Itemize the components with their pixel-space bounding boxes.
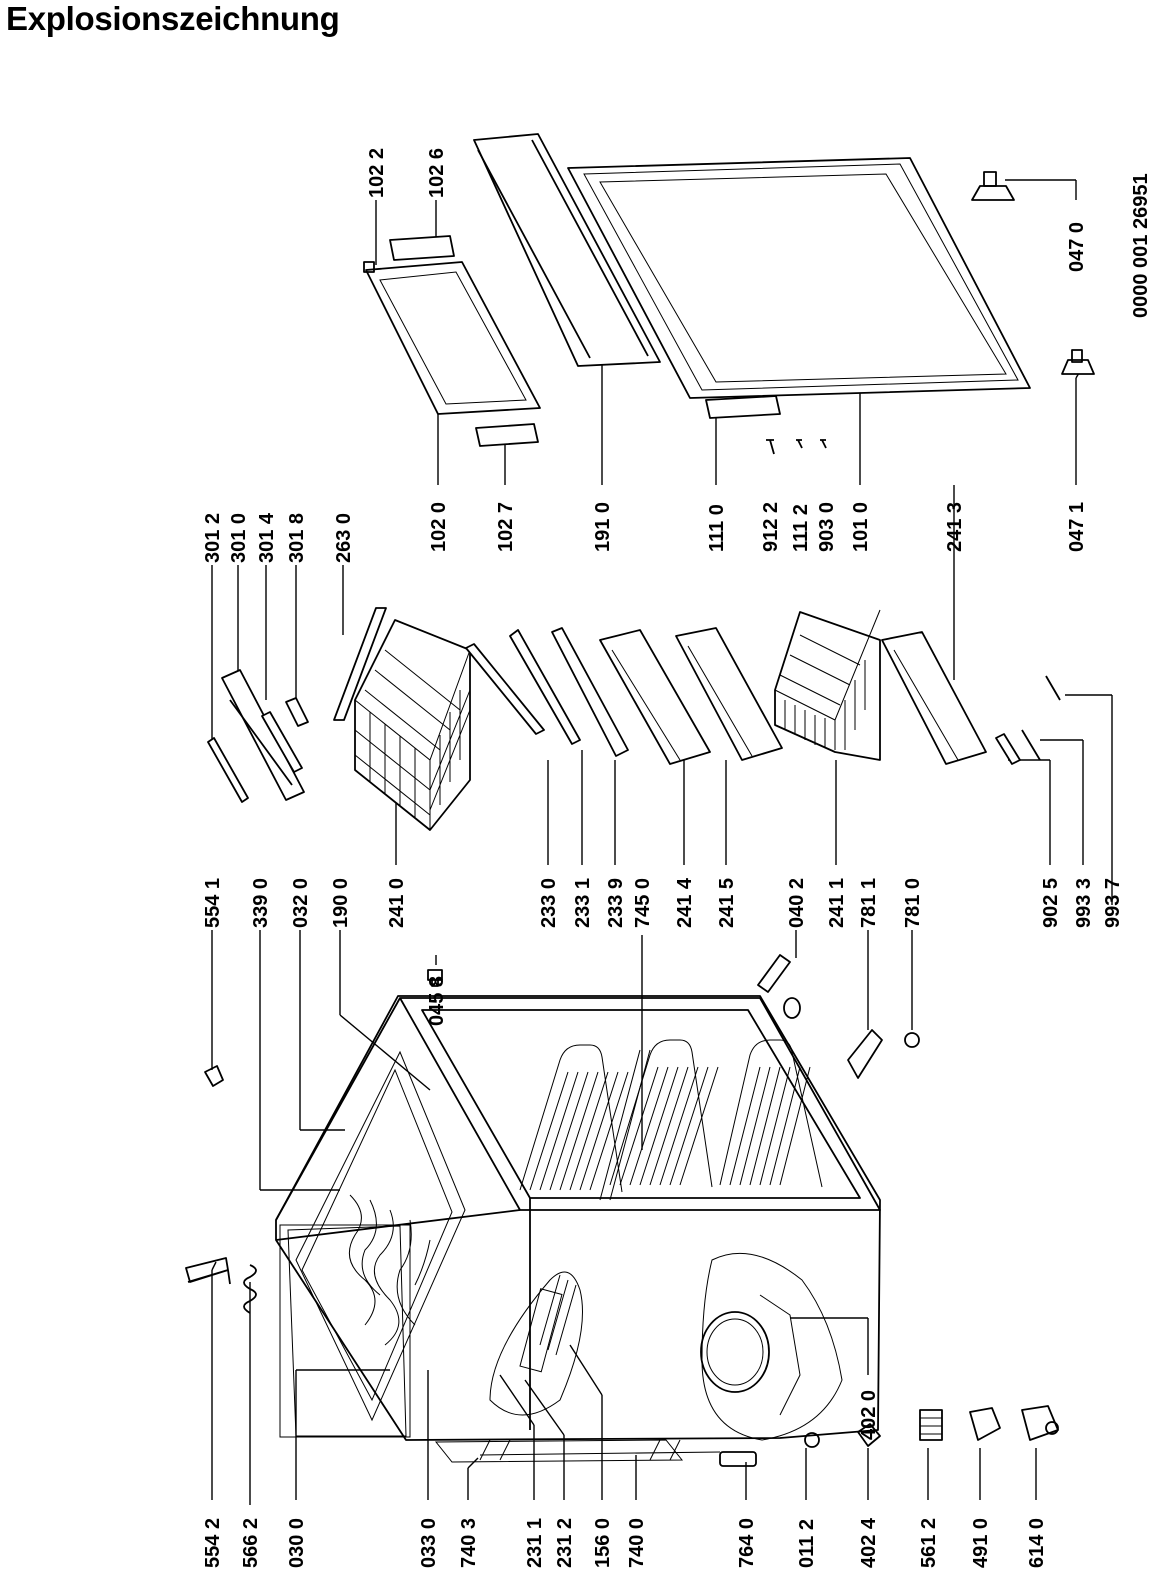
page-title: Explosionszeichnung — [6, 0, 340, 37]
callout-labels: 554 2 566 2 030 0 033 0 740 3 231 1 231 2 156 0… — [202, 148, 1152, 1568]
callout-label-4910: 491 0 — [970, 1518, 992, 1568]
callout-label-2630: 263 0 — [333, 513, 355, 563]
callout-label-7810: 781 0 — [902, 878, 924, 928]
condenser — [489, 1271, 583, 1416]
leader-lines — [211, 179, 1113, 1505]
callout-label-7450: 745 0 — [632, 878, 654, 928]
wire-basket-bottom — [774, 609, 881, 761]
callout-label-1020: 102 0 — [428, 502, 450, 552]
callout-label-1110: 111 0 — [706, 504, 728, 552]
callout-label-1910: 191 0 — [592, 502, 614, 552]
callout-label-2413: 241 3 — [944, 502, 966, 552]
callout-label-9937: 993 7 — [1102, 878, 1124, 928]
callout-label-2411: 241 1 — [826, 878, 848, 928]
callout-label-6140: 614 0 — [1026, 1518, 1048, 1568]
callout-label-3390: 339 0 — [250, 878, 272, 928]
callout-label-1560: 156 0 — [592, 1518, 614, 1568]
callout-label-1022: 102 2 — [366, 148, 388, 198]
callout-label-9025: 902 5 — [1040, 878, 1062, 928]
callout-label-2415: 241 5 — [716, 878, 738, 928]
document-number: 0000 001 26951 — [1130, 173, 1152, 318]
callout-label-5612: 561 2 — [918, 1518, 940, 1568]
callout-label-0471: 047 1 — [1066, 502, 1088, 552]
callout-label-3012: 301 2 — [202, 513, 224, 563]
cabinet-body — [275, 995, 881, 1467]
callout-label-0300: 030 0 — [286, 1518, 308, 1568]
callout-label-2331: 233 1 — [572, 878, 594, 928]
callout-label-0320: 032 0 — [290, 878, 312, 928]
callout-label-0458: 045 8 — [426, 976, 448, 1026]
callout-label-3014: 301 4 — [256, 512, 278, 563]
callout-label-2339: 233 9 — [605, 878, 627, 928]
callout-label-3018: 301 8 — [286, 513, 308, 563]
callout-label-0330: 033 0 — [418, 1518, 440, 1568]
callout-label-7400: 740 0 — [626, 1518, 648, 1568]
callout-label-1900: 190 0 — [330, 878, 352, 928]
callout-label-2330: 233 0 — [538, 878, 560, 928]
callout-label-9933: 993 3 — [1073, 878, 1095, 928]
callout-label-3010: 301 0 — [228, 513, 250, 563]
callout-label-5541: 554 1 — [202, 878, 224, 928]
callout-label-7403: 740 3 — [458, 1518, 480, 1568]
callout-label-0402: 040 2 — [786, 878, 808, 928]
callout-label-2311: 231 1 — [524, 1518, 546, 1568]
callout-label-4024: 402 4 — [858, 1517, 880, 1568]
callout-label-5662: 566 2 — [240, 1518, 262, 1568]
callout-label-1026: 102 6 — [426, 148, 448, 198]
door-assembly — [363, 133, 1095, 455]
callout-label-2414: 241 4 — [674, 877, 696, 928]
callout-label-7811: 781 1 — [858, 878, 880, 928]
callout-label-5542: 554 2 — [202, 1518, 224, 1568]
callout-label-2312: 231 2 — [554, 1518, 576, 1568]
wire-shelves — [519, 1039, 823, 1201]
callout-label-1010: 101 0 — [850, 502, 872, 552]
callout-label-2410: 241 0 — [386, 878, 408, 928]
callout-label-1027: 102 7 — [495, 502, 517, 552]
drip-tray — [434, 1439, 721, 1463]
callout-label-7640: 764 0 — [736, 1518, 758, 1568]
callout-label-9122: 912 2 — [760, 502, 782, 552]
drawers-and-baskets — [204, 607, 1061, 1087]
wire-basket-top — [354, 619, 471, 831]
back-grille — [287, 1225, 407, 1437]
callout-label-9030: 903 0 — [816, 502, 838, 552]
callout-label-0470: 047 0 — [1066, 222, 1088, 272]
callout-label-0112: 011 2 — [796, 1519, 818, 1568]
small-parts-bottom — [185, 1257, 1059, 1448]
callout-label-1112: 111 2 — [790, 504, 812, 552]
